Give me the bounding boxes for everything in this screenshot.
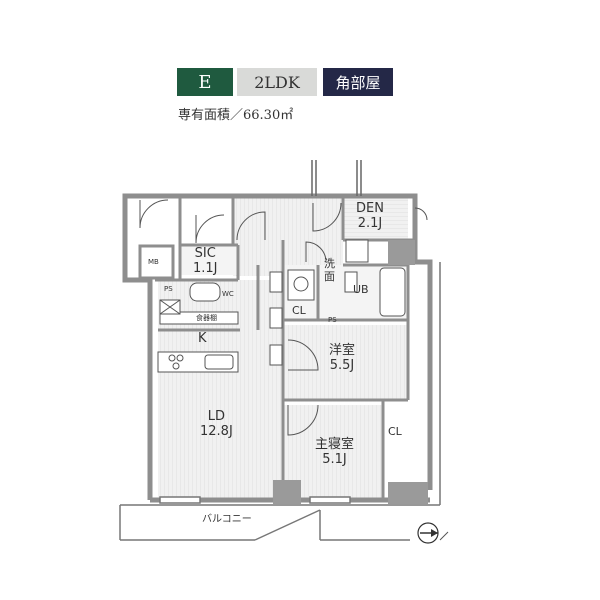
top-windows (311, 160, 362, 196)
room-master-bedroom: 主寝室 5.1J (315, 437, 355, 468)
pantry-label: 食器棚 (196, 314, 217, 322)
room-ld: LD 12.8J (200, 409, 233, 440)
sic-size: 1.1J (193, 260, 218, 276)
senmen-label: 洗 面 (324, 257, 335, 283)
balcony-label: バルコニー (202, 514, 252, 525)
mb-label: MB (148, 258, 159, 266)
sic-name: SIC (194, 246, 216, 261)
room-youshitsu: 洋室 5.5J (329, 343, 356, 374)
floor-fill (158, 196, 408, 500)
youshitsu-name: 洋室 (329, 343, 356, 358)
balcony (119, 262, 441, 541)
master-size: 5.1J (322, 451, 347, 467)
door-swings (139, 199, 428, 436)
ld-name: LD (207, 409, 226, 424)
ps-label-bath: PS (328, 316, 337, 324)
kitchen-counter (157, 299, 239, 373)
closet-label-master: CL (388, 425, 402, 438)
room-den: DEN 2.1J (356, 201, 384, 232)
ld-size: 12.8J (200, 423, 233, 439)
ub-label: UB (353, 283, 369, 296)
floor-area-text: 専有面積／66.30㎡ (178, 108, 294, 123)
den-name: DEN (356, 201, 384, 216)
room-sic: SIC 1.1J (193, 246, 218, 277)
master-name: 主寝室 (315, 437, 355, 452)
structural-columns (273, 240, 428, 504)
storage-marks (269, 271, 358, 366)
den-size: 2.1J (357, 215, 383, 231)
mb-closet (138, 244, 175, 280)
corner-unit-badge: 角部屋 (323, 68, 393, 96)
wc-label: WC (222, 290, 234, 298)
layout-badge: 2LDK (237, 68, 317, 96)
compass-icon (417, 522, 449, 544)
unit-type-badge: E (177, 68, 233, 96)
youshitsu-size: 5.5J (329, 357, 355, 373)
closet-label-hall: CL (292, 304, 306, 317)
ps-label-kitchen: PS (164, 285, 173, 293)
kitchen-label: K (198, 331, 207, 346)
bathroom-fixtures (189, 239, 406, 317)
